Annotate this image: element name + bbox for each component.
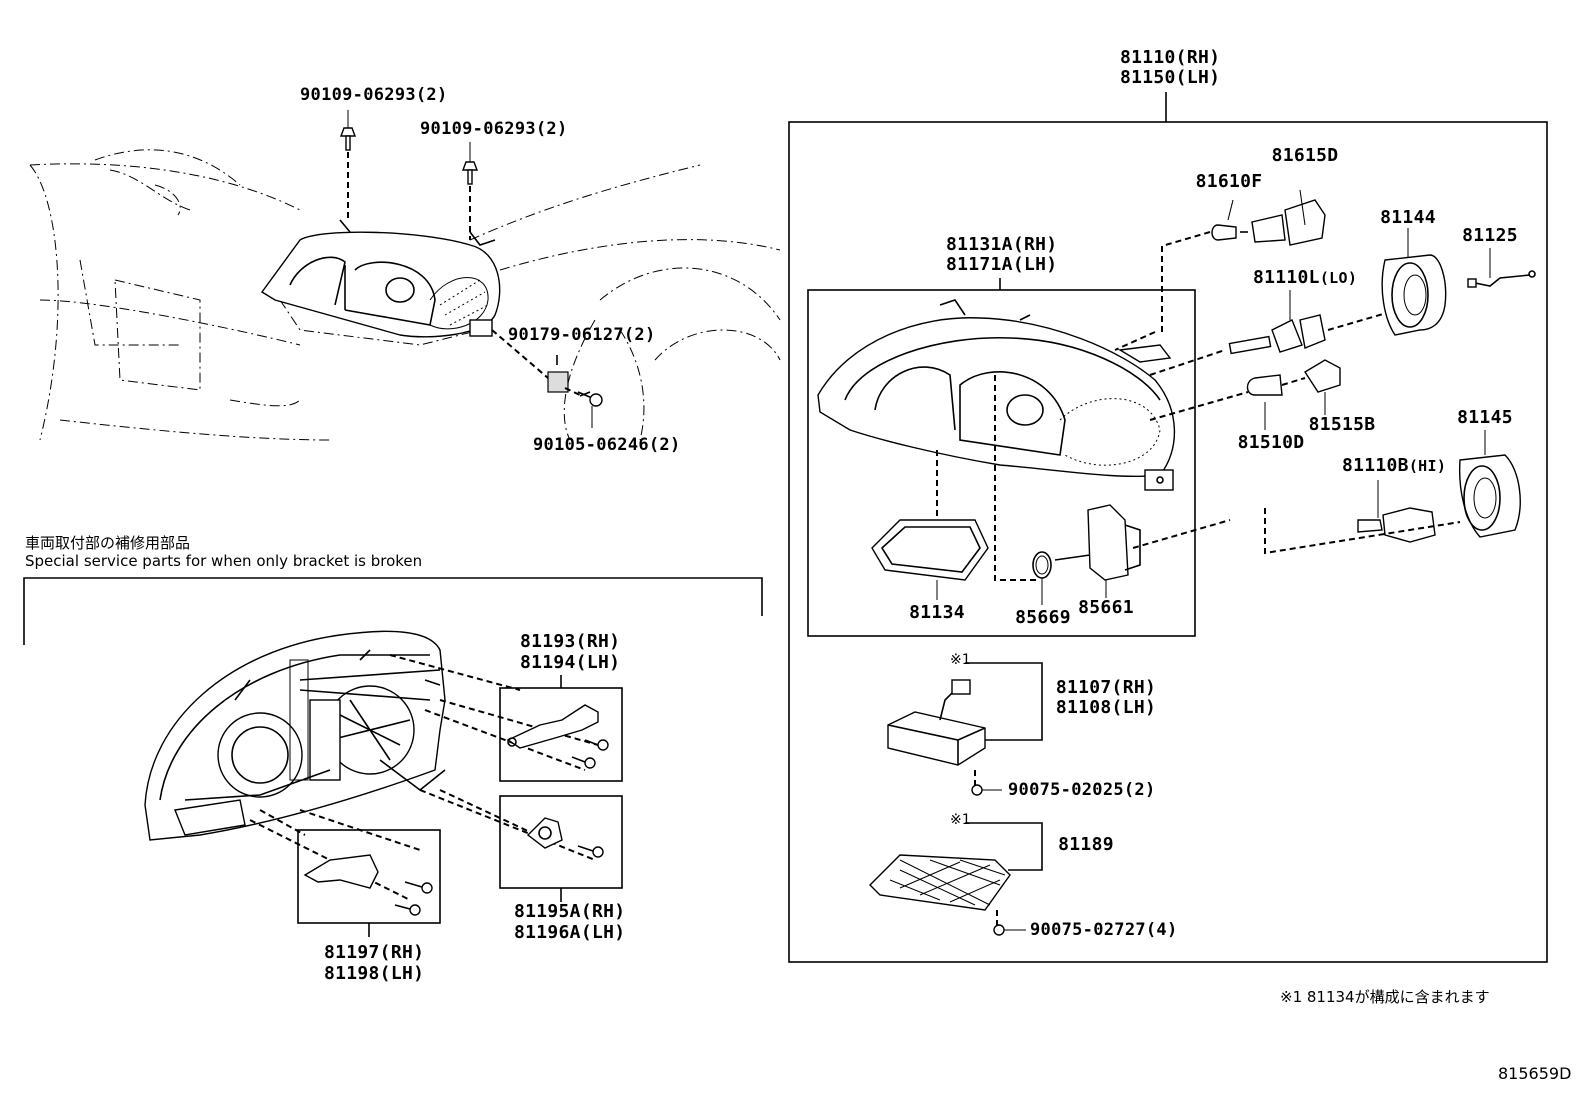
hi-bulb-label: 81110B(HI) [1342, 456, 1446, 476]
lower-cover-illustration [869, 854, 1011, 911]
service-note-jp: 車両取付部の補修用部品 [25, 534, 191, 552]
signal-socket-illustration [1304, 359, 1341, 393]
hi-bulb-illustration [1357, 507, 1436, 543]
lo-bulb-illustration [1228, 314, 1326, 355]
bracket-kit1-rh-label: 81193(RH) [520, 631, 621, 652]
bracket-kit-box-2 [499, 795, 623, 889]
signal-socket-label: 81515B [1308, 414, 1376, 435]
ballast-lh-label: 81108(LH) [1055, 697, 1157, 718]
housing-rh-label: 81131A(RH) [946, 234, 1058, 255]
housing-lh-label: 81171A(LH) [946, 254, 1058, 275]
bracket-kit2-rh-label: 81195A(RH) [514, 901, 626, 922]
housing-illustration [817, 299, 1176, 491]
bolt-illustration-a [339, 127, 357, 222]
wedge-socket-illustration [1251, 199, 1326, 246]
screw-illustration [564, 387, 603, 428]
assembly-lh-label: 81150(LH) [1120, 67, 1221, 88]
lo-bulb-label: 81110L(LO) [1253, 268, 1357, 288]
ballast-rh-label: 81107(RH) [1055, 677, 1157, 698]
ballast-illustration [887, 679, 986, 766]
gasket-illustration [871, 519, 989, 581]
vehicle-front-illustration [29, 149, 781, 441]
bracket-kit3-lh-label: 81198(LH) [324, 963, 425, 984]
assembly-box [788, 121, 1548, 963]
bolt-label-b: 90109-06293(2) [420, 119, 568, 139]
housing-box [807, 289, 1196, 637]
footnote: ※1 81134が構成に含まれます [1280, 988, 1490, 1006]
cord-illustration [1467, 270, 1536, 288]
service-note-en: Special service parts for when only brac… [25, 552, 423, 570]
wedge-bulb-illustration [1211, 224, 1248, 241]
hi-bulb-tag: (HI) [1408, 457, 1447, 475]
bracket-3-illustration [303, 854, 433, 916]
hi-bulb-number: 81110B [1342, 455, 1409, 476]
diagram-id: 815659D [1498, 1064, 1572, 1083]
lo-bulb-number: 81110L [1253, 267, 1320, 288]
bracket-2-illustration [526, 817, 604, 858]
headlamp-rear-illustration [144, 630, 446, 841]
cover-screw-label: 90075-02727(4) [1030, 920, 1178, 940]
signal-bulb-illustration [1246, 374, 1283, 396]
o-ring-illustration [1032, 551, 1052, 579]
cover-part-label: 81189 [1058, 834, 1114, 855]
wedge-socket-label: 81615D [1271, 145, 1339, 166]
cord-label: 81125 [1462, 225, 1518, 246]
lo-cover-illustration [1381, 254, 1447, 336]
ballast-mark: ※1 [950, 652, 971, 668]
wedge-bulb-label: 81610F [1195, 171, 1263, 192]
hi-cover-illustration [1458, 454, 1521, 538]
assembly-rh-label: 81110(RH) [1120, 47, 1221, 68]
nut-clip-illustration [491, 329, 569, 393]
screw-label: 90105-06246(2) [533, 435, 681, 455]
bracket-1-illustration [506, 704, 609, 769]
cover-mark: ※1 [950, 812, 971, 828]
bracket-kit2-lh-label: 81196A(LH) [514, 922, 626, 943]
bolt-label-a: 90109-06293(2) [300, 85, 448, 105]
bracket-kit3-rh-label: 81197(RH) [324, 942, 425, 963]
socket-illustration [1054, 504, 1141, 581]
hi-cover-label: 81145 [1457, 407, 1513, 428]
bolt-illustration-b [461, 161, 479, 240]
nut-label: 90179-06127(2) [508, 325, 656, 345]
lo-cover-label: 81144 [1380, 207, 1436, 228]
lo-bulb-tag: (LO) [1319, 269, 1358, 287]
signal-bulb-label: 81510D [1237, 432, 1305, 453]
bracket-kit1-lh-label: 81194(LH) [520, 652, 621, 673]
ballast-screw-label: 90075-02025(2) [1008, 780, 1156, 800]
o-ring-label: 85669 [1015, 607, 1071, 628]
gasket-label: 81134 [909, 602, 965, 623]
socket-label: 85661 [1078, 597, 1134, 618]
